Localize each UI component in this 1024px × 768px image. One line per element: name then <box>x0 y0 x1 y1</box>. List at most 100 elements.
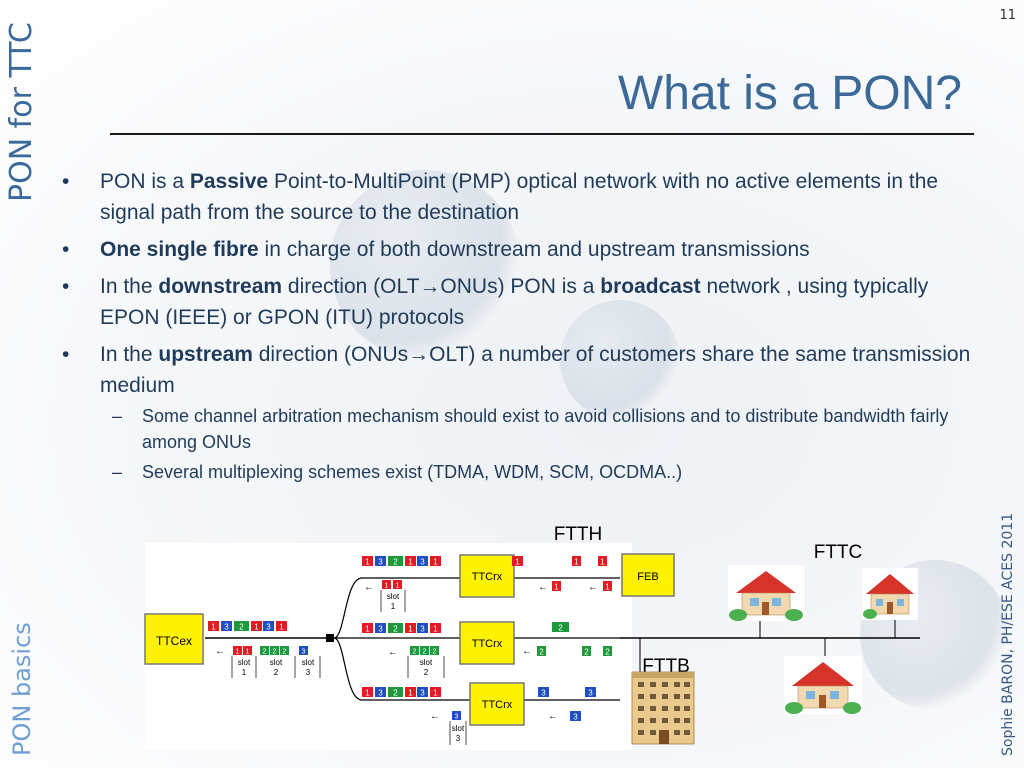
svg-text:←: ← <box>430 711 440 722</box>
svg-text:1: 1 <box>385 583 389 590</box>
house-icon <box>728 565 804 621</box>
page-number: 11 <box>999 8 1016 23</box>
ttcrx-box <box>459 621 515 665</box>
downstream-frame: 1 3 2 1 3 1 <box>208 621 287 632</box>
svg-text:1: 1 <box>574 558 579 567</box>
svg-text:slot: slot <box>452 724 465 733</box>
apartment-building-icon <box>631 671 695 745</box>
section-label: PON for TTC <box>2 4 42 204</box>
svg-text:1: 1 <box>396 583 400 590</box>
ftth-label: FTTH <box>554 524 603 545</box>
svg-text:1: 1 <box>391 602 396 611</box>
bullet-item: In the upstream direction (ONUs→OLT) a n… <box>56 339 976 485</box>
svg-text:2: 2 <box>393 625 398 634</box>
bullet-item: In the downstream direction (OLT→ONUs) P… <box>56 271 976 333</box>
svg-text:1: 1 <box>408 558 413 567</box>
section-label-text: PON for TTC <box>4 22 39 202</box>
svg-text:3: 3 <box>420 625 425 634</box>
fttc-label: FTTC <box>814 542 863 563</box>
slide-title: What is a PON? <box>617 67 962 120</box>
svg-text:2: 2 <box>263 649 267 656</box>
svg-text:2: 2 <box>393 689 398 698</box>
svg-text:1: 1 <box>600 558 605 567</box>
svg-text:slot: slot <box>420 658 433 667</box>
svg-text:1: 1 <box>236 649 240 656</box>
svg-text:1: 1 <box>554 583 559 592</box>
svg-text:2: 2 <box>274 668 279 677</box>
svg-text:1: 1 <box>408 689 413 698</box>
svg-text:1: 1 <box>254 623 259 632</box>
svg-text:slot: slot <box>302 658 315 667</box>
sub-bullet-item: Several multiplexing schemes exist (TDMA… <box>96 459 976 485</box>
ttcrx-box <box>469 682 525 726</box>
svg-text:1: 1 <box>433 625 438 634</box>
ttcrx-label: TTCrx <box>482 699 513 711</box>
svg-text:1: 1 <box>246 649 250 656</box>
svg-text:←: ← <box>548 711 558 722</box>
feb-box <box>621 553 675 597</box>
title-divider <box>110 133 974 135</box>
ttcrx-label: TTCrx <box>472 571 503 583</box>
svg-text:1: 1 <box>242 668 247 677</box>
svg-text:1: 1 <box>211 623 216 632</box>
svg-text:1: 1 <box>365 625 370 634</box>
svg-text:2: 2 <box>605 648 610 657</box>
svg-text:3: 3 <box>378 689 383 698</box>
svg-text:3: 3 <box>456 734 461 743</box>
svg-text:slot: slot <box>270 658 283 667</box>
ttcrx-box <box>459 554 515 598</box>
svg-text:←: ← <box>522 646 532 657</box>
svg-text:2: 2 <box>584 648 589 657</box>
svg-text:2: 2 <box>424 668 429 677</box>
svg-text:←: ← <box>215 646 225 657</box>
svg-text:2: 2 <box>433 649 437 656</box>
feb-label: FEB <box>637 571 658 583</box>
house-icon <box>784 656 862 714</box>
svg-text:2: 2 <box>539 648 544 657</box>
splitter-icon <box>326 634 334 642</box>
svg-text:2: 2 <box>283 649 287 656</box>
svg-text:1: 1 <box>433 689 438 698</box>
house-icon <box>862 568 918 620</box>
svg-text:←: ← <box>364 582 374 593</box>
svg-text:3: 3 <box>420 558 425 567</box>
svg-text:1: 1 <box>433 558 438 567</box>
sub-bullet-list: Some channel arbitration mechanism shoul… <box>100 403 976 485</box>
svg-text:2: 2 <box>239 623 244 632</box>
svg-text:2: 2 <box>413 649 417 656</box>
svg-text:3: 3 <box>306 668 311 677</box>
svg-text:2: 2 <box>393 558 398 567</box>
sub-bullet-item: Some channel arbitration mechanism shoul… <box>96 403 976 455</box>
svg-text:1: 1 <box>365 689 370 698</box>
svg-text:3: 3 <box>541 689 546 698</box>
svg-text:3: 3 <box>378 625 383 634</box>
svg-text:2: 2 <box>273 649 277 656</box>
svg-text:←: ← <box>538 582 548 593</box>
bullet-item: PON is a Passive Point-to-MultiPoint (PM… <box>56 166 976 228</box>
svg-text:2: 2 <box>558 624 563 633</box>
svg-text:3: 3 <box>266 623 271 632</box>
svg-text:3: 3 <box>378 558 383 567</box>
bullet-item: One single fibre in charge of both downs… <box>56 234 976 265</box>
svg-text:3: 3 <box>455 714 459 721</box>
svg-text:3: 3 <box>588 689 593 698</box>
svg-text:3: 3 <box>224 623 229 632</box>
bullet-list: PON is a Passive Point-to-MultiPoint (PM… <box>56 166 976 491</box>
svg-text:←: ← <box>388 647 398 658</box>
fibre-line <box>333 577 620 639</box>
fibre-line <box>333 637 620 701</box>
svg-text:←: ← <box>588 582 598 593</box>
ttcrx-label: TTCrx <box>472 638 503 650</box>
svg-text:slot: slot <box>387 592 400 601</box>
svg-text:1: 1 <box>605 583 610 592</box>
svg-text:3: 3 <box>573 713 578 722</box>
svg-text:2: 2 <box>423 649 427 656</box>
svg-text:1: 1 <box>408 625 413 634</box>
svg-text:1: 1 <box>365 558 370 567</box>
svg-text:3: 3 <box>302 649 306 656</box>
